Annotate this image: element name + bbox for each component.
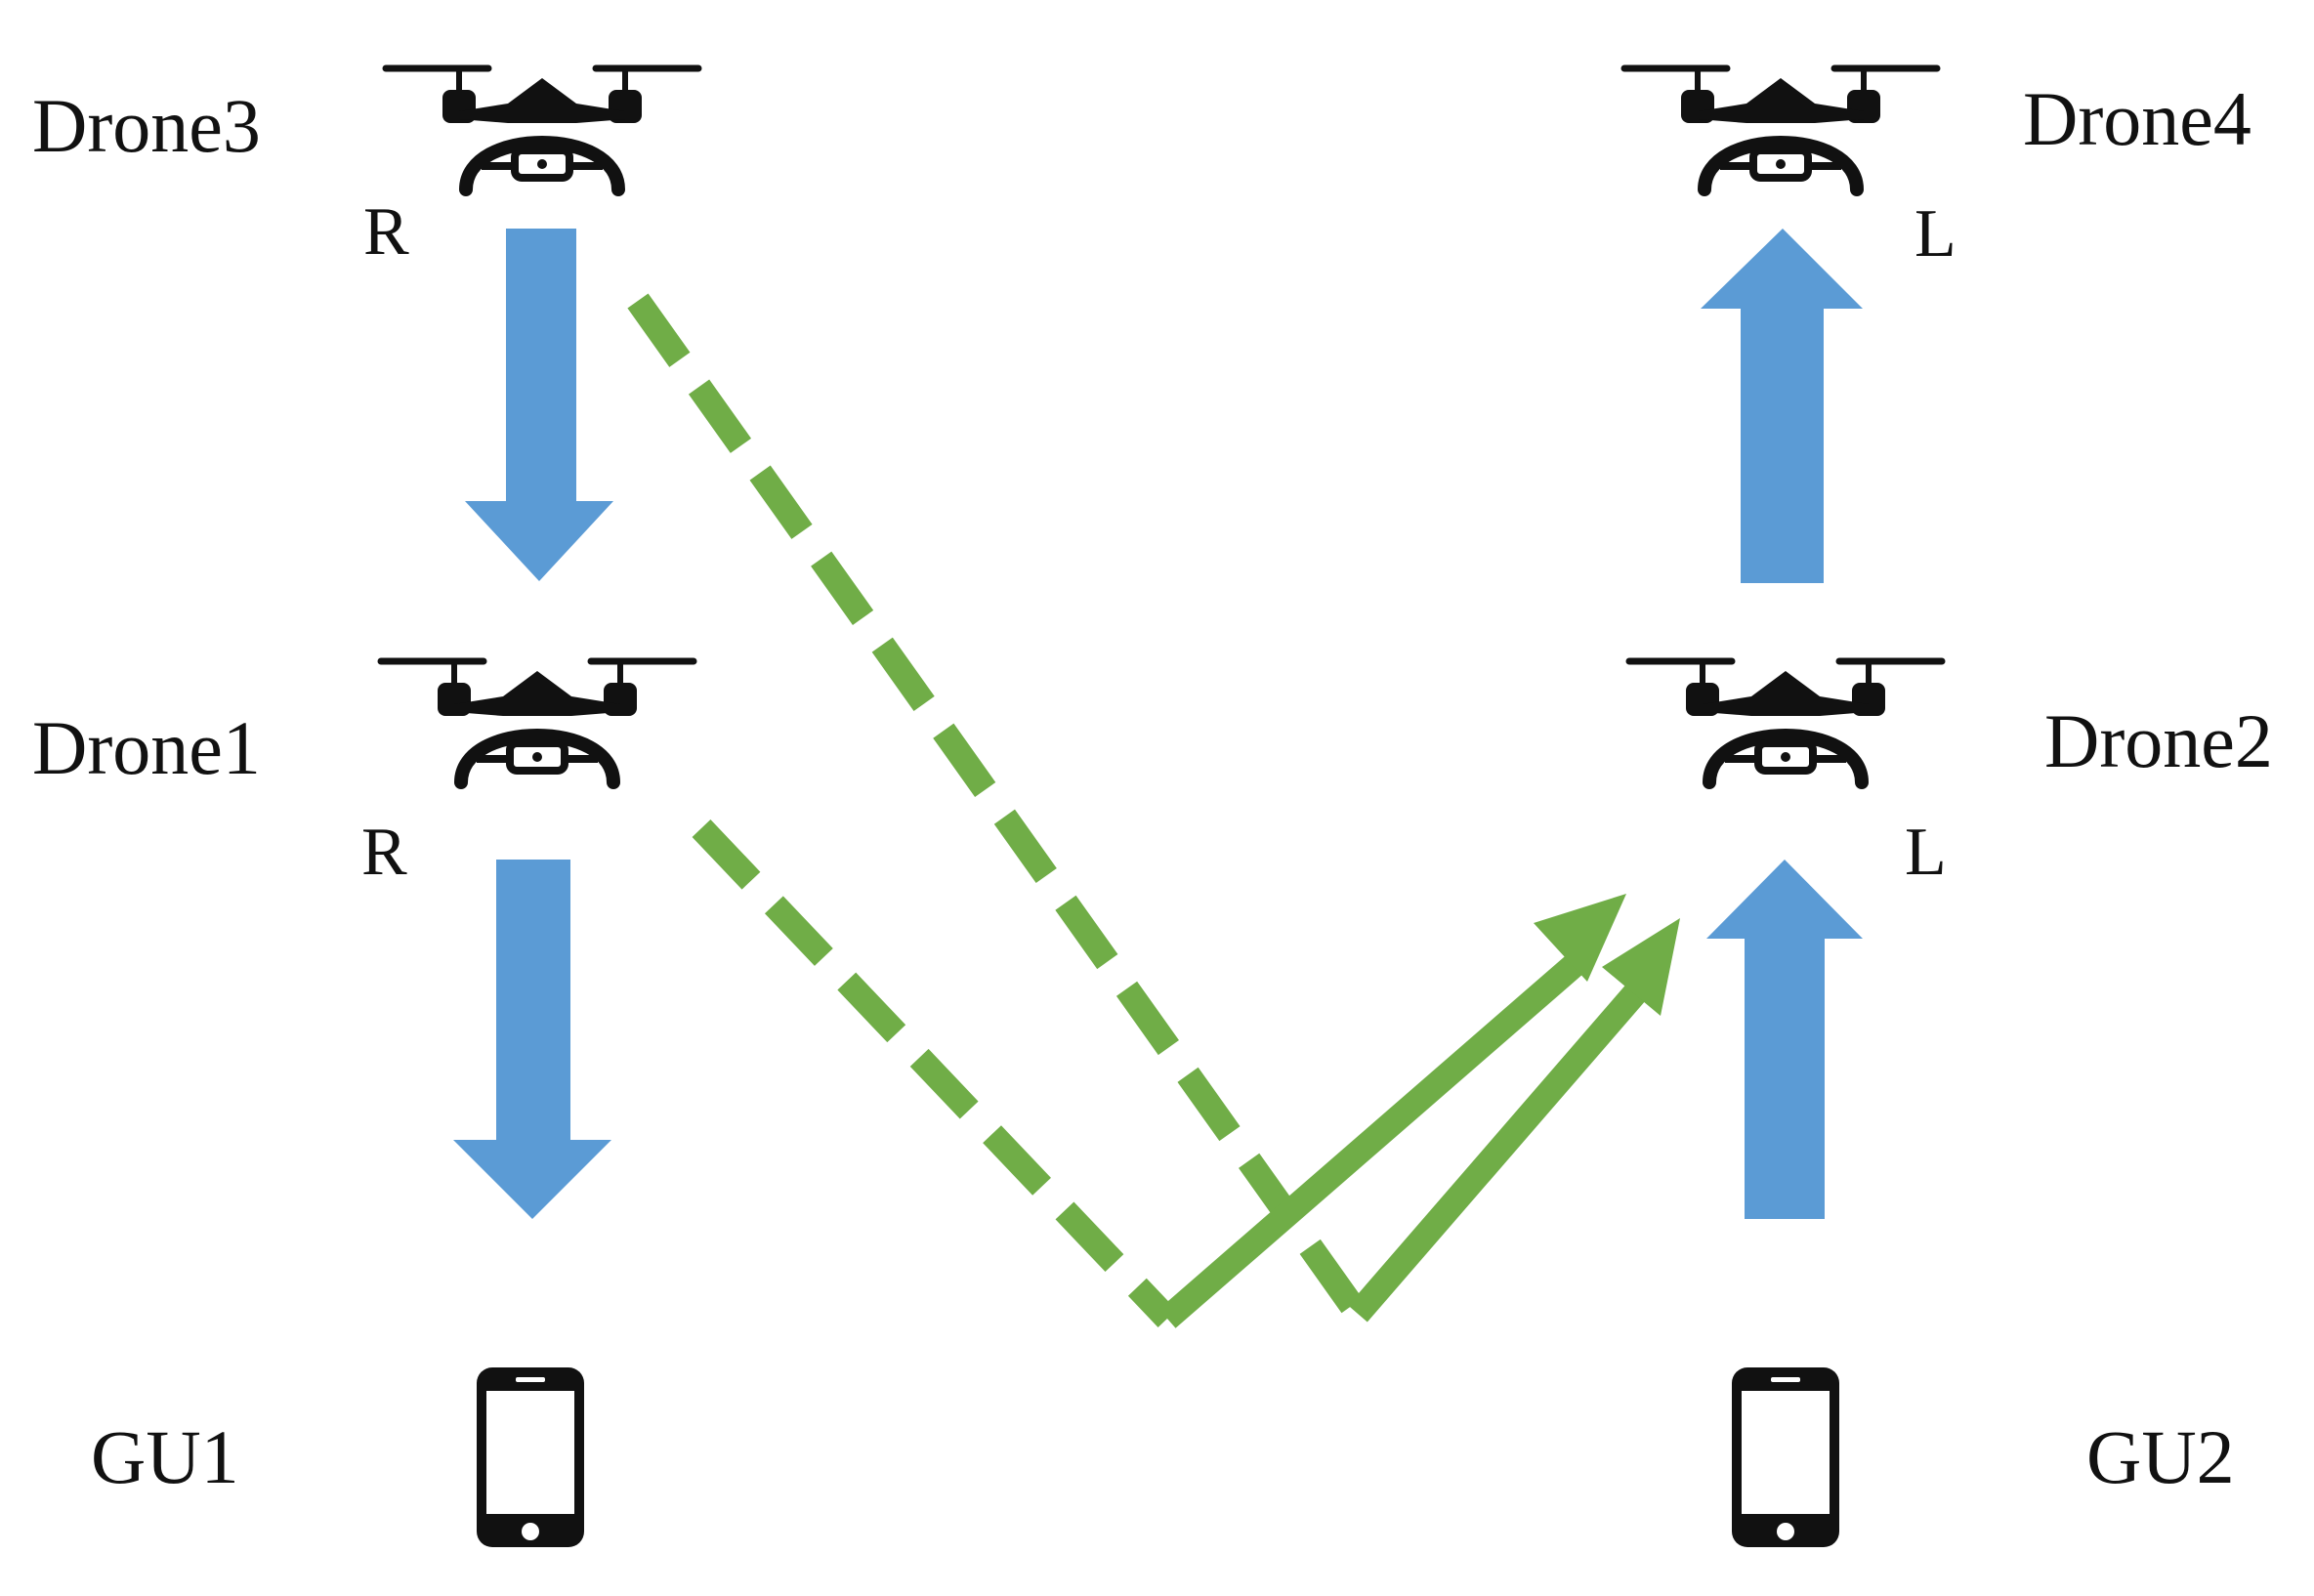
drone2-side-label: L (1905, 815, 1947, 890)
drone1-dashed-link (692, 819, 1177, 1327)
drone3-icon (386, 68, 698, 189)
drone2-icon (1629, 661, 1942, 782)
drone2-label: Drone2 (2044, 698, 2273, 783)
reflect-arrowhead-2 (1602, 918, 1680, 1016)
drone1-side-label: R (361, 815, 407, 890)
gu2-smartphone-icon (1732, 1367, 1839, 1547)
drone3-label: Drone3 (32, 83, 261, 168)
reflect-arrowhead-1 (1534, 894, 1626, 982)
reflect-link-1 (1158, 952, 1586, 1328)
gu2-label: GU2 (2086, 1414, 2235, 1499)
drone3-to-drone1-arrow (465, 229, 613, 581)
drone4-side-label: L (1914, 196, 1956, 272)
gu2-to-drone2-arrow (1706, 860, 1863, 1219)
drone3-dashed-link (627, 293, 1368, 1322)
drone1-icon (381, 661, 694, 782)
gu1-label: GU1 (91, 1414, 239, 1499)
drone1-label: Drone1 (32, 705, 261, 790)
drone2-to-drone4-arrow (1701, 229, 1863, 583)
drone3-side-label: R (363, 194, 409, 270)
reflect-link-2 (1348, 978, 1651, 1323)
drone1-to-gu1-arrow (453, 860, 611, 1219)
drone4-icon (1624, 68, 1937, 189)
drone4-label: Drone4 (2023, 76, 2251, 161)
gu1-smartphone-icon (477, 1367, 584, 1547)
